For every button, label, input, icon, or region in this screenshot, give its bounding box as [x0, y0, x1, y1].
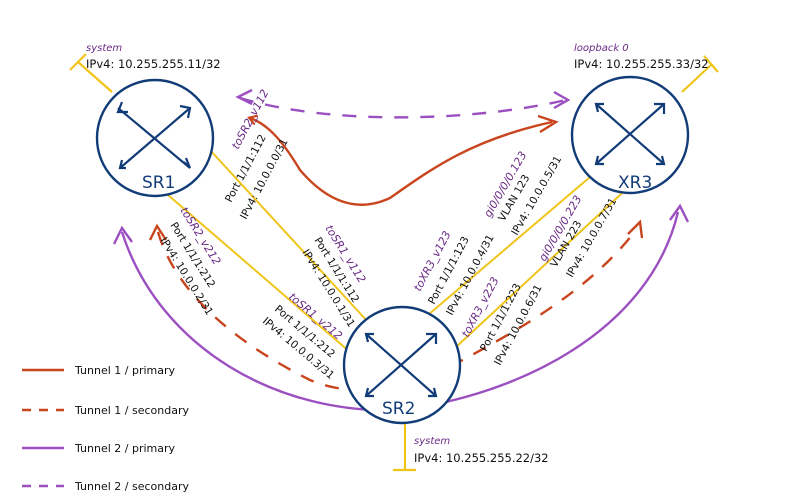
- link-sr2-xr3-v223: [454, 181, 635, 349]
- router-sr2-label: SR2: [382, 399, 415, 419]
- sr1-system-title: system: [86, 43, 122, 54]
- sr2-system-ip: IPv4: 10.255.255.22/32: [414, 451, 549, 465]
- legend: Tunnel 1 / primary Tunnel 1 / secondary …: [22, 364, 189, 493]
- tunnel1-primary-path: [250, 118, 553, 206]
- legend-item-tunnel2-secondary: Tunnel 2 / secondary: [22, 480, 189, 493]
- sr2-system-title: system: [414, 436, 450, 447]
- router-sr1[interactable]: SR1: [95, 78, 215, 198]
- sr2-system-stub: [393, 415, 416, 472]
- sr1-system-stub: [69, 53, 113, 93]
- tunnel1-primary-head: [537, 114, 559, 134]
- router-arrows-icon: [364, 332, 438, 398]
- router-xr3[interactable]: XR3: [570, 75, 690, 195]
- tunnel2-primary-head-right: [669, 203, 690, 223]
- router-sr2[interactable]: SR2: [342, 305, 462, 425]
- link-sr2-xr3-v123: [427, 159, 611, 316]
- tunnel2-secondary-head-right: [553, 90, 571, 110]
- tunnel2-secondary-head-left: [235, 88, 253, 106]
- link-sr1-sr2-v112: [209, 149, 369, 323]
- router-xr3-label: XR3: [618, 173, 652, 193]
- router-arrows-icon: [116, 101, 192, 170]
- legend-label: Tunnel 1 / primary: [74, 364, 176, 377]
- tunnel1-secondary-head-right: [627, 219, 644, 239]
- link-sr1-sr2-v212: [167, 194, 351, 353]
- router-sr1-label: SR1: [142, 173, 175, 193]
- xr3-system-ip: IPv4: 10.255.255.33/32: [574, 57, 709, 71]
- legend-item-tunnel1-primary: Tunnel 1 / primary: [22, 364, 176, 377]
- router-arrows-icon: [594, 102, 666, 166]
- tunnel2-secondary-path: [239, 96, 567, 119]
- xr3-system-title: loopback 0: [574, 43, 629, 54]
- tunnel2-primary-head-left: [112, 225, 133, 245]
- legend-label: Tunnel 2 / secondary: [74, 480, 189, 493]
- legend-item-tunnel1-secondary: Tunnel 1 / secondary: [22, 404, 189, 417]
- xr3-loopback-stub: [681, 55, 719, 93]
- legend-label: Tunnel 1 / secondary: [74, 404, 189, 417]
- tunnel1-secondary-head-left: [148, 223, 168, 241]
- legend-label: Tunnel 2 / primary: [74, 442, 176, 455]
- legend-item-tunnel2-primary: Tunnel 2 / primary: [22, 442, 176, 455]
- sr1-system-ip: IPv4: 10.255.255.11/32: [86, 57, 221, 71]
